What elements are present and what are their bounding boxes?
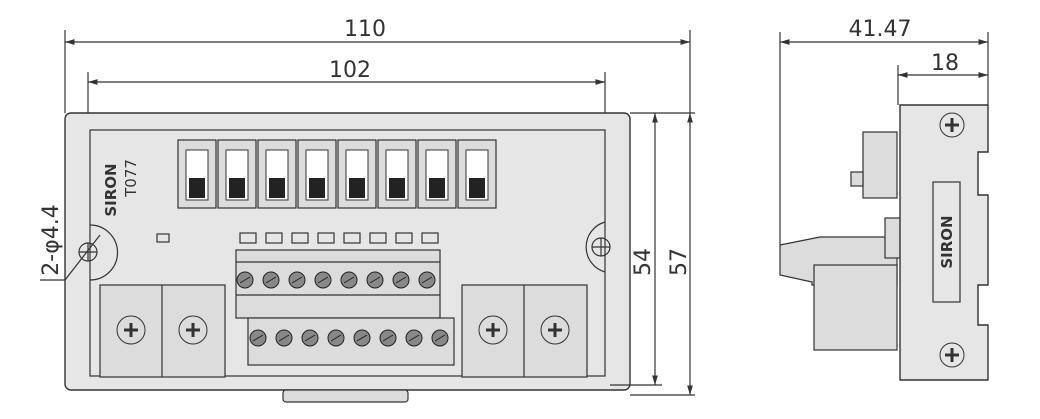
front-view: 110 102 54 57 2-φ4.4 SIRON T077 (39, 17, 695, 403)
side-tab (850, 171, 864, 187)
status-led (265, 232, 283, 244)
mounting-hole-left (78, 224, 119, 281)
brand-logo: SIRON (102, 163, 120, 216)
dip-switch[interactable] (177, 139, 217, 209)
dip-switch[interactable] (337, 139, 377, 209)
terminal-screws (236, 271, 449, 347)
screw-icon (366, 271, 384, 289)
screw-icon (340, 271, 358, 289)
dip-switch[interactable] (377, 139, 417, 209)
dip-switch[interactable] (217, 139, 257, 209)
side-dip-block (862, 131, 898, 199)
dimension-110: 110 (344, 17, 386, 42)
din-clip (282, 389, 409, 403)
led-row (239, 232, 439, 244)
status-led (395, 232, 413, 244)
screw-icon (288, 271, 306, 289)
status-led (343, 232, 361, 244)
side-label-box (932, 181, 961, 303)
phillips-screw-icon (540, 315, 570, 345)
screw-icon (353, 329, 371, 347)
mounting-hole-right (585, 221, 611, 273)
side-base-plate (899, 104, 989, 381)
screw-icon (249, 329, 267, 347)
screw-icon (275, 329, 293, 347)
phillips-screw-icon (478, 315, 508, 345)
dip-switch[interactable] (297, 139, 337, 209)
dip-switch[interactable] (257, 139, 297, 209)
power-terminal-left (99, 284, 226, 378)
screw-icon (236, 271, 254, 289)
status-led (317, 232, 335, 244)
screw-icon (314, 271, 332, 289)
phillips-screw-icon (116, 315, 146, 345)
status-led (421, 232, 439, 244)
status-led (291, 232, 309, 244)
screw-icon (379, 329, 397, 347)
dimension-54: 54 (631, 248, 656, 276)
screw-icon (301, 329, 319, 347)
screw-icon (431, 329, 449, 347)
dimension-57: 57 (667, 248, 692, 276)
phillips-screw-icon (939, 342, 965, 368)
dimension-41-47: 41.47 (849, 17, 912, 42)
power-terminal-right (461, 284, 588, 378)
inner-panel (89, 129, 606, 377)
side-terminal (813, 264, 898, 351)
dimension-102: 102 (329, 58, 371, 83)
status-led (369, 232, 387, 244)
screw-icon (418, 271, 436, 289)
screw-icon (327, 329, 345, 347)
dip-switch[interactable] (417, 139, 457, 209)
side-view: 41.47 18 SIRON (779, 17, 989, 381)
status-led (239, 232, 257, 244)
screw-icon (392, 271, 410, 289)
power-led (156, 233, 170, 243)
dip-switch[interactable] (457, 139, 497, 209)
screw-icon (405, 329, 423, 347)
dip-switch-bank (177, 139, 497, 209)
model-label: T077 (122, 159, 140, 198)
hole-note: 2-φ4.4 (39, 204, 64, 275)
phillips-screw-icon (939, 112, 965, 138)
side-brand-logo: SIRON (938, 215, 956, 268)
phillips-screw-icon (178, 315, 208, 345)
screw-icon (262, 271, 280, 289)
dimension-18: 18 (931, 51, 959, 76)
